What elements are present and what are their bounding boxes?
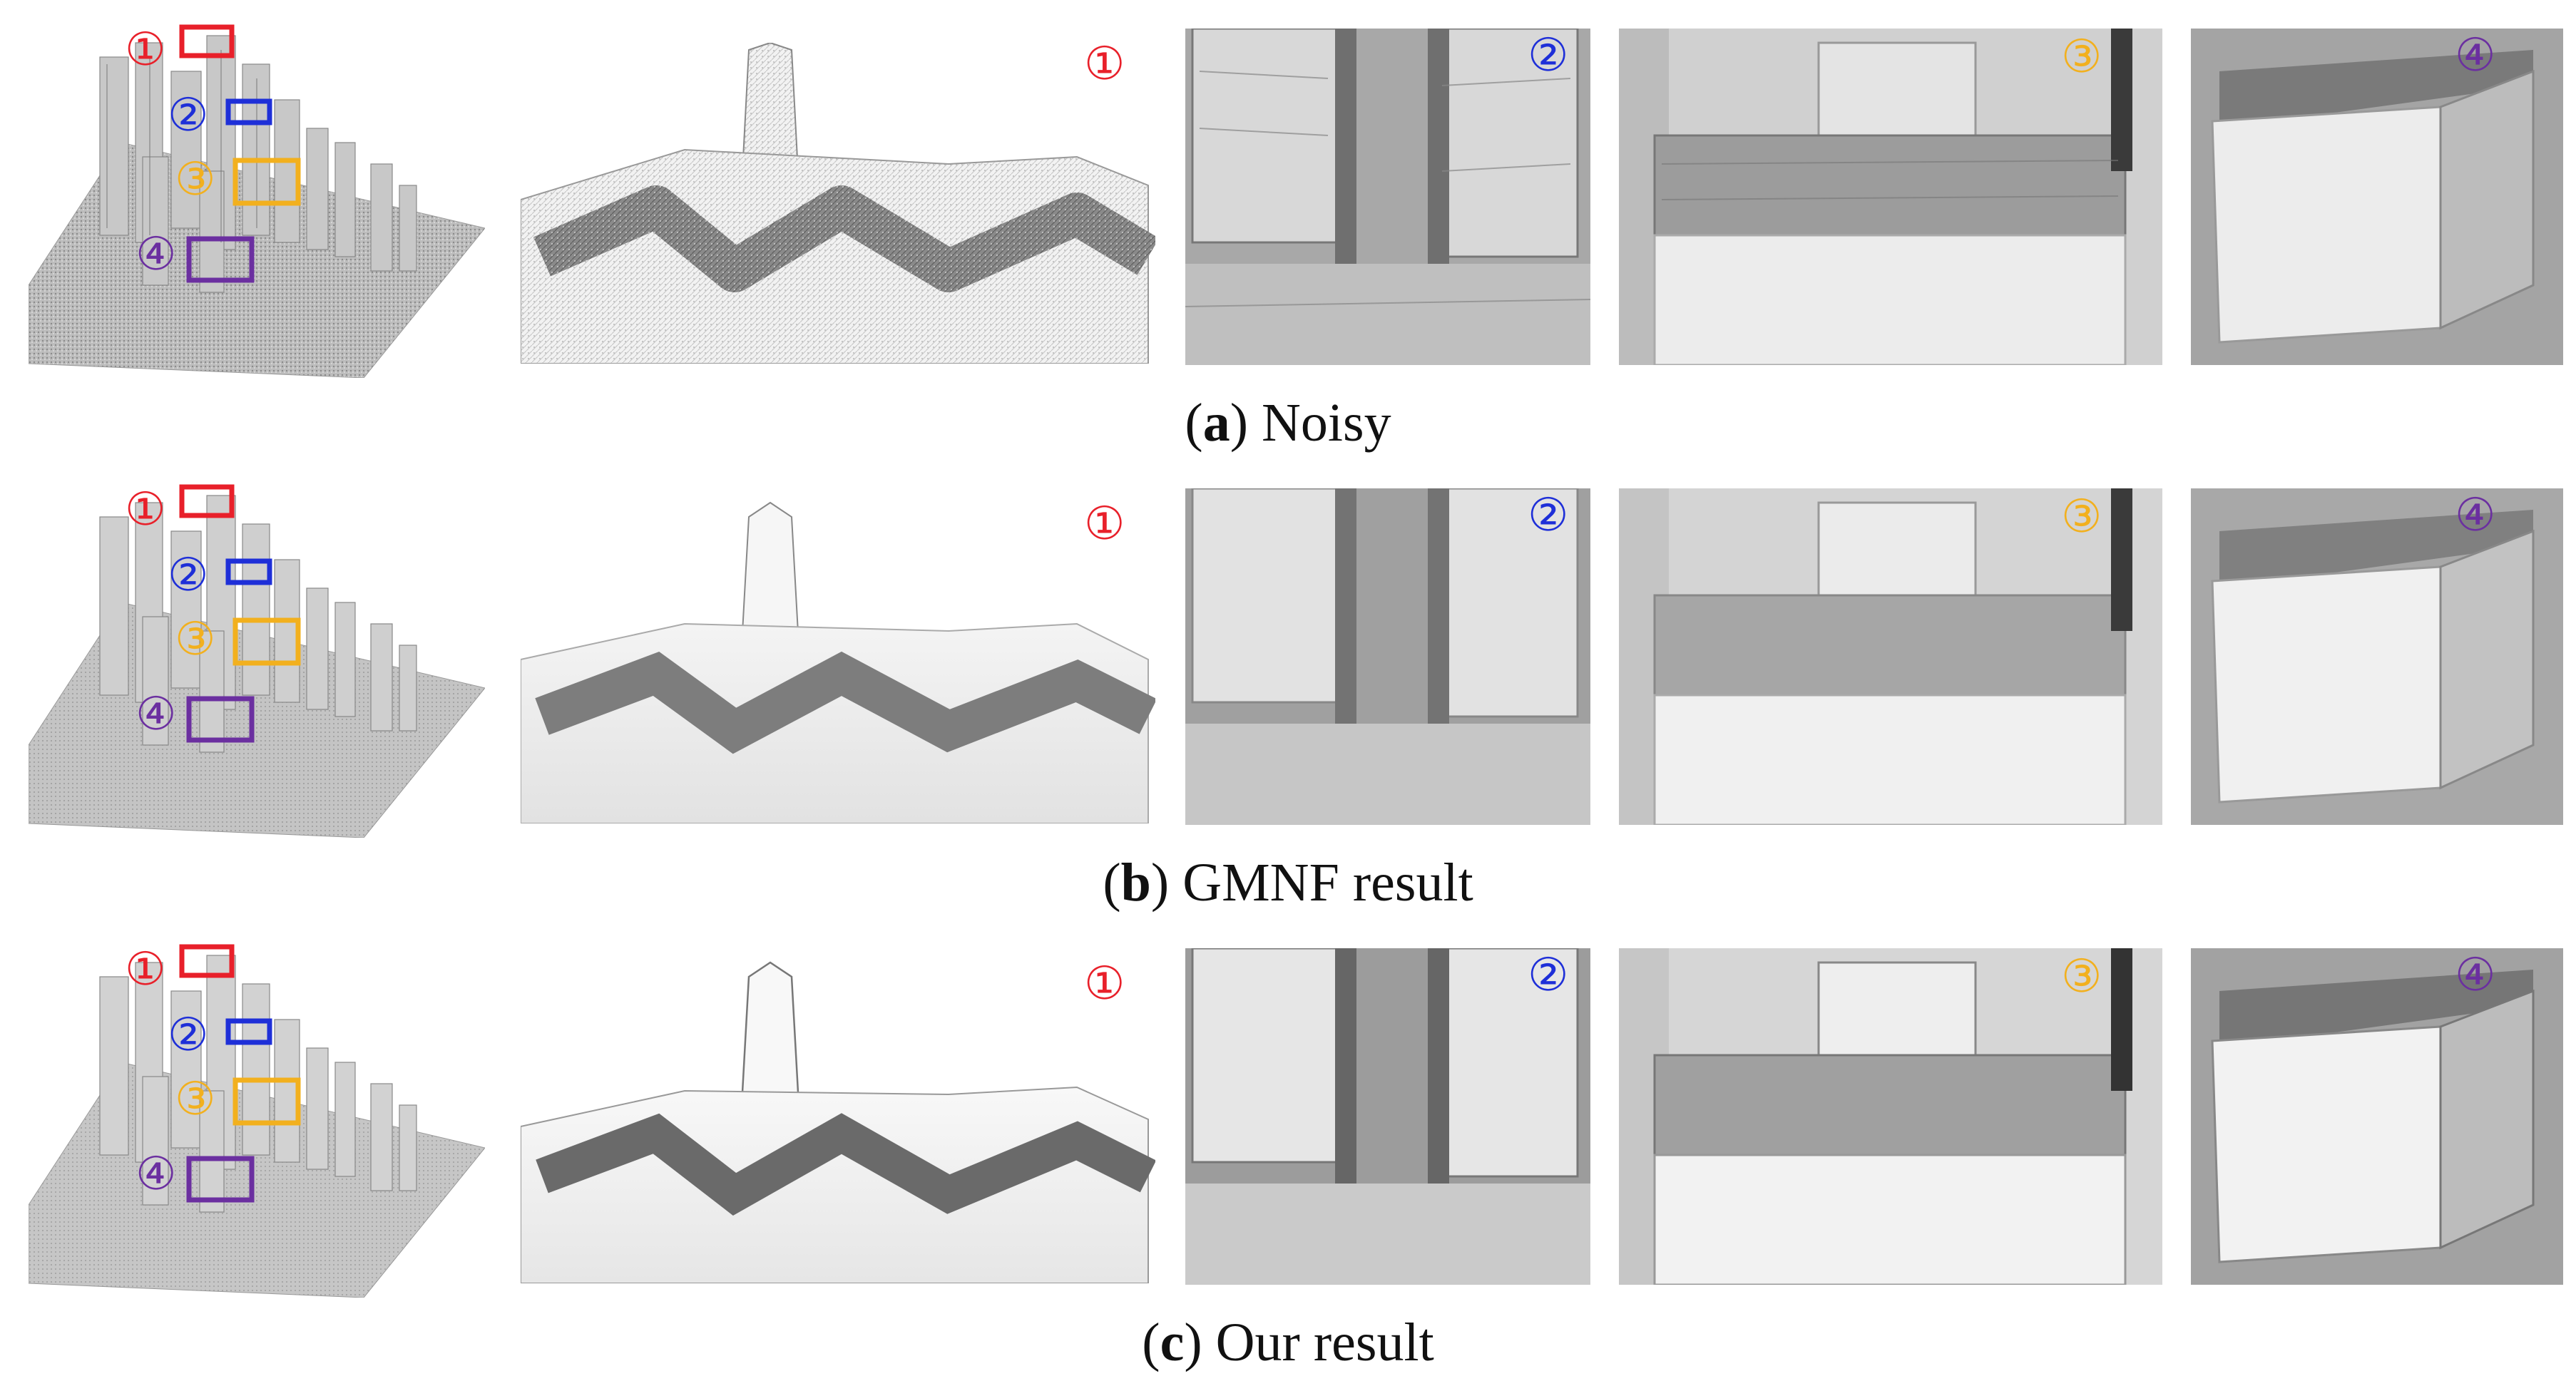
zoom-panel-3: ③ (1619, 948, 2162, 1285)
overview-callout-2: ② (168, 89, 209, 142)
region-box-1 (179, 484, 235, 518)
box-building-mesh (2191, 488, 2563, 825)
caption-text: Our result (1215, 1313, 1434, 1372)
gap-detail-mesh (1185, 488, 1590, 825)
gap-detail-mesh (1185, 29, 1590, 365)
rooftop-block-mesh (1619, 29, 2162, 365)
overview-panel: ① ② ③ ④ (29, 474, 485, 838)
zoom-panel-4: ④ (2191, 29, 2563, 365)
zoom-callout-2: ② (1528, 949, 1569, 1002)
caption-letter: c (1160, 1313, 1185, 1372)
overview-panel: ① ② ③ ④ (29, 14, 485, 378)
box-building-mesh (2191, 948, 2563, 1285)
zoom-panel-2: ② (1185, 488, 1590, 825)
building-top-mesh (521, 501, 1155, 823)
region-box-4 (186, 236, 255, 283)
zoom-panel-3: ③ (1619, 488, 2162, 825)
figure-row-gmnf: ① ② ③ ④ ① ② (0, 460, 2576, 916)
zoom-callout-4: ④ (2455, 29, 2496, 82)
overview-callout-4: ④ (136, 228, 177, 281)
row-caption: (a) Noisy (1185, 393, 1391, 453)
zoom-panel-4: ④ (2191, 488, 2563, 825)
overview-callout-4: ④ (136, 1148, 177, 1201)
zoom-callout-1: ① (1084, 498, 1125, 550)
zoom-callout-4: ④ (2455, 949, 2496, 1002)
overview-callout-1: ① (125, 483, 166, 536)
overview-callout-2: ② (168, 1009, 209, 1062)
rooftop-block-mesh (1619, 488, 2162, 825)
box-building-mesh (2191, 29, 2563, 365)
overview-callout-3: ③ (175, 1073, 216, 1126)
zoom-callout-3: ③ (2061, 31, 2102, 83)
building-top-mesh (521, 961, 1155, 1283)
zoom-panel-1: ① (521, 948, 1155, 1283)
zoom-callout-4: ④ (2455, 489, 2496, 542)
overview-callout-4: ④ (136, 688, 177, 741)
city-overview-mesh (29, 484, 485, 838)
zoom-callout-3: ③ (2061, 950, 2102, 1003)
row-caption: (b) GMNF result (1103, 853, 1473, 913)
zoom-panel-2: ② (1185, 948, 1590, 1285)
gap-detail-mesh (1185, 948, 1590, 1285)
region-box-1 (179, 24, 235, 58)
caption-letter: a (1202, 393, 1230, 453)
zoom-panel-3: ③ (1619, 29, 2162, 365)
region-box-1 (179, 944, 235, 978)
region-box-4 (186, 696, 255, 743)
overview-callout-2: ② (168, 549, 209, 602)
building-top-mesh (521, 43, 1155, 364)
caption-text: GMNF result (1182, 853, 1473, 913)
zoom-callout-1: ① (1084, 43, 1125, 91)
zoom-callout-3: ③ (2061, 491, 2102, 543)
city-overview-mesh (29, 944, 485, 1298)
overview-callout-3: ③ (175, 153, 216, 206)
overview-callout-3: ③ (175, 613, 216, 666)
overview-panel: ① ② ③ ④ (29, 934, 485, 1298)
zoom-callout-2: ② (1528, 489, 1569, 542)
figure-row-ours: ① ② ③ ④ ① ② (0, 920, 2576, 1376)
zoom-callout-2: ② (1528, 29, 1569, 82)
region-box-3 (232, 617, 301, 666)
caption-text: Noisy (1262, 393, 1391, 453)
zoom-panel-1: ① (521, 488, 1155, 823)
zoom-panel-1: ① (521, 43, 1155, 364)
caption-letter: b (1120, 853, 1151, 913)
region-box-2 (225, 558, 272, 585)
zoom-panel-2: ② (1185, 29, 1590, 365)
zoom-panel-4: ④ (2191, 948, 2563, 1285)
region-box-2 (225, 98, 272, 125)
rooftop-block-mesh (1619, 948, 2162, 1285)
figure-row-noisy: ① ② ③ ④ ① (0, 0, 2576, 456)
city-overview-mesh (29, 24, 485, 378)
region-box-3 (232, 158, 301, 206)
row-caption: (c) Our result (1142, 1313, 1434, 1372)
overview-callout-1: ① (125, 24, 166, 76)
region-box-2 (225, 1018, 272, 1045)
zoom-callout-1: ① (1084, 958, 1125, 1010)
region-box-3 (232, 1077, 301, 1126)
region-box-4 (186, 1156, 255, 1203)
overview-callout-1: ① (125, 943, 166, 996)
